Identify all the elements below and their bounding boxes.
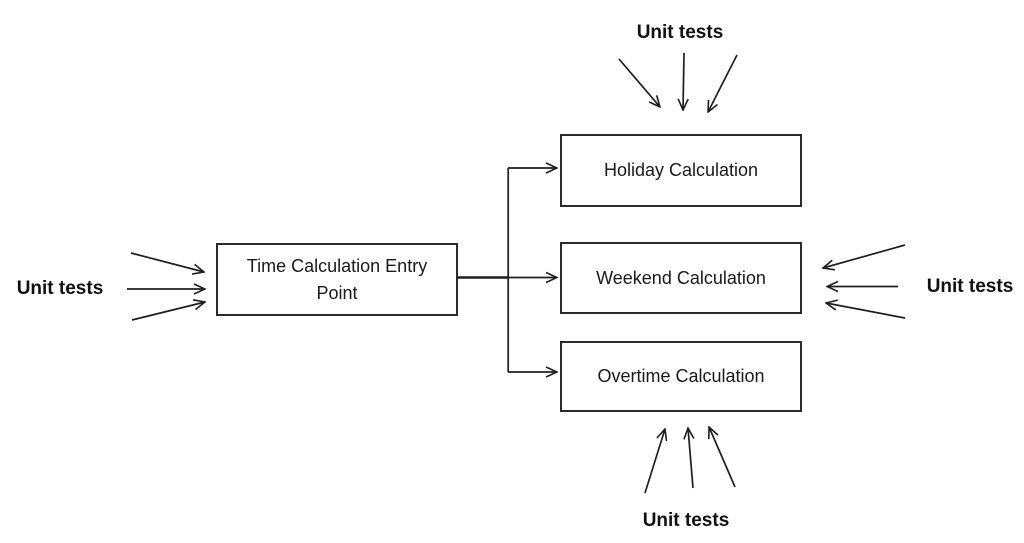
unit-test-arrows-right	[823, 244, 906, 319]
arrow-bottom-1	[644, 429, 665, 494]
node-label-holiday: Holiday Calculation	[603, 160, 759, 181]
node-label-weekend: Weekend Calculation	[596, 267, 766, 288]
unit-test-arrows-bottom	[644, 427, 736, 494]
node-time-calculation-entry-point: Time Calculation Entry Point	[216, 243, 458, 316]
unit-test-arrows-left	[127, 252, 205, 321]
arrow-top-1	[618, 58, 660, 107]
arrow-top-2	[683, 52, 684, 110]
unit-tests-label-left: Unit tests	[16, 278, 104, 299]
unit-tests-label-top: Unit tests	[636, 22, 724, 43]
unit-test-arrows-top	[618, 52, 738, 112]
unit-tests-label-right: Unit tests	[926, 276, 1014, 297]
arrow-left-3	[131, 302, 205, 321]
node-label-entry: Time Calculation Entry Point	[246, 256, 428, 303]
arrow-bottom-2	[688, 428, 693, 489]
arrow-top-3	[708, 54, 738, 112]
arrow-right-3	[826, 303, 906, 319]
node-weekend-calculation: Weekend Calculation	[560, 242, 802, 314]
node-label-overtime: Overtime Calculation	[597, 366, 765, 387]
unit-tests-label-bottom: Unit tests	[642, 510, 730, 531]
arrow-left-1	[130, 252, 204, 272]
arrow-bottom-3	[709, 427, 736, 488]
node-holiday-calculation: Holiday Calculation	[560, 134, 802, 207]
arrow-right-1	[823, 244, 906, 268]
node-overtime-calculation: Overtime Calculation	[560, 341, 802, 412]
